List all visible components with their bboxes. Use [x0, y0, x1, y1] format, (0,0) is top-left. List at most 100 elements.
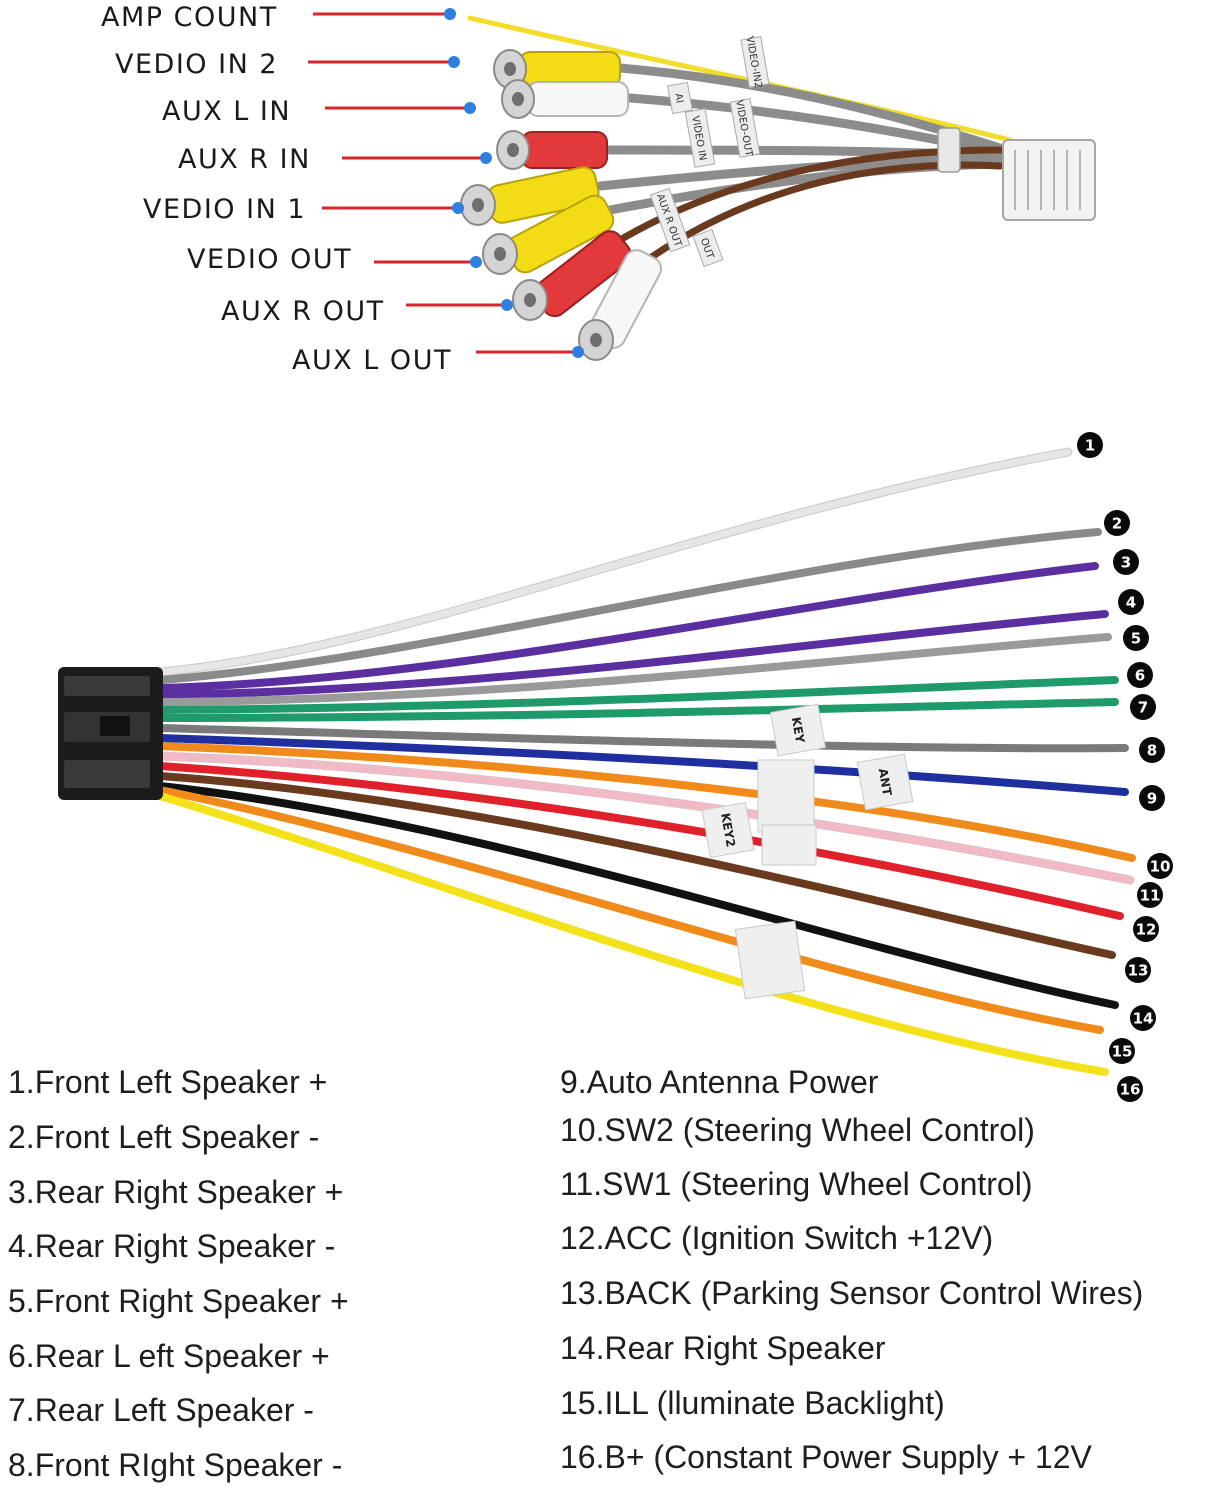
wire-tag-key: KEY: [769, 703, 827, 757]
wire-tag-key2: KEY2: [701, 801, 755, 859]
svg-text:KEY2: KEY2: [718, 812, 738, 848]
wire-12: [156, 762, 1124, 920]
legend-item-11: 11.SW1 (Steering Wheel Control): [560, 1166, 1033, 1202]
wire-number-9: 9: [1147, 790, 1157, 808]
wire-tag-blank-2: [761, 824, 817, 866]
wire-number-1: 1: [1085, 437, 1095, 455]
wire-10: [156, 742, 1136, 862]
wire-number-badge-15: 15: [1109, 1038, 1135, 1064]
svg-text:KEY: KEY: [789, 716, 807, 745]
wire-number-11: 11: [1140, 887, 1161, 905]
label-amp-count: AMP COUNT: [101, 2, 278, 33]
rca-plug-aux-r-out: [512, 230, 632, 321]
wire-number-badge-1: 1: [1077, 432, 1103, 458]
wire-number-12: 12: [1136, 921, 1157, 939]
legend-item-13: 13.BACK (Parking Sensor Control Wires): [560, 1275, 1144, 1311]
harness-tape: [937, 127, 961, 173]
wire-number-badge-12: 12: [1133, 916, 1159, 942]
rca-plug-video-out: [482, 194, 615, 275]
legend-item-1: 1.Front Left Speaker +: [8, 1064, 328, 1100]
wire-number-badge-7: 7: [1130, 694, 1156, 720]
wire-number-10: 10: [1150, 858, 1171, 876]
wire-number-badge-8: 8: [1139, 737, 1165, 763]
wire-8: [156, 724, 1129, 753]
cable-tag-ai: AI: [667, 81, 693, 115]
wire-5: [156, 633, 1112, 706]
label-video-in-1: VEDIO IN 1: [143, 194, 307, 225]
legend-item-2: 2.Front Left Speaker -: [8, 1119, 320, 1155]
cable-tag-video-in2: VIDEO-IN2: [740, 36, 770, 89]
rca-plug-aux-l-out: [578, 249, 663, 361]
wire-number-7: 7: [1138, 699, 1148, 717]
label-video-out: VEDIO OUT: [187, 244, 353, 275]
legend-item-10: 10.SW2 (Steering Wheel Control): [560, 1112, 1035, 1148]
wire-11: [156, 752, 1134, 884]
wire-9: [156, 734, 1129, 796]
wire-number-badge-3: 3: [1113, 549, 1139, 575]
rca-plug-aux-l-in: [501, 79, 629, 119]
wire-number-14: 14: [1133, 1010, 1154, 1028]
wire-15: [156, 786, 1104, 1034]
wire-tag-blank-3: [734, 920, 806, 1000]
wire-number-13: 13: [1128, 962, 1149, 980]
legend-item-4: 4.Rear Right Speaker -: [8, 1228, 336, 1264]
wire-7: [156, 698, 1119, 722]
wire-number-badge-5: 5: [1123, 625, 1149, 651]
wire-number-15: 15: [1112, 1043, 1133, 1061]
wire-14: [156, 782, 1119, 1009]
wire-number-badge-2: 2: [1104, 510, 1130, 536]
wire-4: [156, 610, 1109, 699]
legend-item-9: 9.Auto Antenna Power: [560, 1064, 879, 1100]
wire-6: [156, 676, 1119, 714]
label-aux-l-in: AUX L IN: [162, 96, 292, 127]
wire-number-badge-9: 9: [1139, 785, 1165, 811]
wire-number-badge-10: 10: [1147, 853, 1173, 879]
wire-number-6: 6: [1135, 667, 1145, 685]
wire-number-badge-6: 6: [1127, 662, 1153, 688]
legend-item-16: 16.B+ (Constant Power Supply + 12V: [560, 1439, 1092, 1475]
wire-number-badge-13: 13: [1125, 957, 1151, 983]
label-aux-l-out: AUX L OUT: [292, 345, 452, 376]
cable-tag-video-out: VIDEO-OUT: [729, 98, 761, 158]
rca-multi-pin-connector: [1002, 139, 1096, 221]
svg-text:AI: AI: [672, 92, 685, 104]
legend-item-3: 3.Rear Right Speaker +: [8, 1174, 344, 1210]
legend-item-12: 12.ACC (Ignition Switch +12V): [560, 1220, 994, 1256]
wire-bundle: [155, 447, 1136, 1076]
rca-pointer-dots: [444, 8, 584, 358]
wire-number-16: 16: [1120, 1081, 1141, 1099]
wire-16: [156, 792, 1109, 1076]
wire-number-badge-14: 14: [1130, 1005, 1156, 1031]
wire-number-2: 2: [1112, 515, 1122, 533]
legend-item-5: 5.Front Right Speaker +: [8, 1283, 349, 1319]
iso-connector-block: [58, 667, 163, 800]
wire-tag-ant: ANT: [856, 753, 914, 811]
label-video-in-2: VEDIO IN 2: [115, 49, 279, 80]
rca-plug-video-in-1: [460, 166, 600, 226]
legend-item-6: 6.Rear L eft Speaker +: [8, 1338, 330, 1374]
wire-number-badge-16: 16: [1117, 1076, 1143, 1102]
wire-number-8: 8: [1147, 742, 1157, 760]
wire-3: [156, 562, 1099, 692]
svg-text:ANT: ANT: [876, 767, 895, 797]
wire-number-badge-11: 11: [1137, 882, 1163, 908]
legend-item-14: 14.Rear Right Speaker: [560, 1330, 886, 1366]
wire-number-5: 5: [1131, 630, 1141, 648]
legend-item-7: 7.Rear Left Speaker -: [8, 1392, 314, 1428]
legend-item-8: 8.Front RIght Speaker -: [8, 1447, 343, 1483]
label-aux-r-in: AUX R IN: [178, 144, 311, 175]
wire-number-badge-4: 4: [1118, 589, 1144, 615]
rca-harness: VIDEO-IN2 AI VIDEO IN VIDEO-OUT AUX R OU…: [308, 8, 1096, 361]
label-aux-r-out: AUX R OUT: [221, 296, 385, 327]
legend-item-15: 15.ILL (lluminate Backlight): [560, 1385, 945, 1421]
cable-tag-out: OUT: [692, 228, 724, 268]
wire-2: [156, 528, 1102, 684]
wire-tag-blank: [757, 759, 815, 833]
wire-number-4: 4: [1126, 594, 1136, 612]
cable-tag-video-in: VIDEO IN: [684, 108, 716, 168]
wire-number-3: 3: [1121, 554, 1131, 572]
wire-1: [156, 448, 1072, 676]
